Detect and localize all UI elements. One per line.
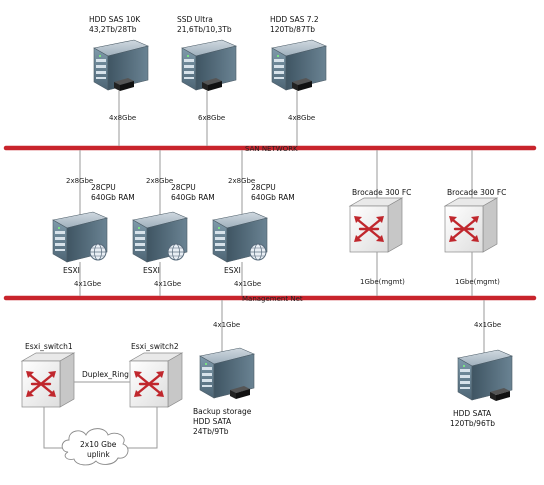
storage-name: HDD SAS 10K	[89, 15, 141, 24]
esxi-switch-1[interactable]: Esxi_switch1	[20, 342, 76, 409]
esxi-host-2[interactable]: 2x8Gbe 28CPU 640Gb RAM ESXI 4x1Gbe	[132, 150, 215, 296]
storage-hdd-sas-7-2[interactable]: HDD SAS 7.2 120Tb/87Tb 4x8Gbe	[270, 15, 327, 146]
switch-name: Esxi_switch1	[25, 342, 73, 351]
mgmt-link-label: 4x1Gbe	[74, 280, 101, 288]
backup-name: Backup storage	[193, 407, 252, 416]
switch-icon	[443, 196, 499, 254]
switch-icon	[128, 351, 184, 409]
host-cpu: 28CPU	[91, 183, 116, 192]
link-label: 4x8Gbe	[109, 114, 136, 122]
esxi-switch-2[interactable]: Esxi_switch2	[128, 342, 184, 409]
switch-name: Brocade 300 FC	[352, 188, 411, 197]
globe-icon	[249, 243, 267, 261]
uplink-cloud[interactable]: 2x10 Gbe uplink	[61, 428, 129, 466]
host-ram: 640Gb RAM	[171, 193, 215, 202]
fc-switch-2[interactable]: Brocade 300 FC 1Gbe(mgmt)	[443, 150, 506, 296]
storage-name: HDD SAS 7.2	[270, 15, 319, 24]
switch-icon	[348, 196, 404, 254]
host-ram: 640Gb RAM	[91, 193, 135, 202]
storage-hdd-sas-10k[interactable]: HDD SAS 10K 43,2Tb/28Tb 4x8Gbe	[89, 15, 149, 146]
storage-capacity: 21,6Tb/10,3Tb	[177, 25, 232, 34]
host-label: ESXI	[224, 266, 241, 275]
uplink-label: uplink	[87, 450, 110, 459]
sata-type: HDD SATA	[453, 409, 492, 418]
duplex-ring-label: Duplex_Ring	[82, 370, 129, 379]
globe-icon	[89, 243, 107, 261]
backup-storage[interactable]: 4x1Gbe Backup storage HDD SATA 24Tb/9Tb	[193, 300, 255, 436]
mgmt-link-label: 4x1Gbe	[154, 280, 181, 288]
san-network-label: SAN NETWORK	[245, 145, 298, 153]
mgmt-link-label: 4x1Gbe	[474, 321, 501, 329]
mgmt-link-label: 4x1Gbe	[213, 321, 240, 329]
sata-storage[interactable]: 4x1Gbe HDD SATA 120Tb/96Tb	[450, 300, 513, 428]
mgmt-link-label: 4x1Gbe	[234, 280, 261, 288]
san-link-label: 2x8Gbe	[228, 177, 255, 185]
storage-ssd-ultra[interactable]: SSD Ultra 21,6Tb/10,3Tb 6x8Gbe	[177, 15, 237, 146]
san-link-label: 2x8Gbe	[66, 177, 93, 185]
switch-name: Esxi_switch2	[131, 342, 179, 351]
switch-name: Brocade 300 FC	[447, 188, 506, 197]
fc-switch-1[interactable]: Brocade 300 FC 1Gbe(mgmt)	[348, 150, 411, 296]
san-link-label: 2x8Gbe	[146, 177, 173, 185]
uplink-speed: 2x10 Gbe	[80, 440, 117, 449]
mgmt-link-label: 1Gbe(mgmt)	[360, 278, 405, 286]
backup-type: HDD SATA	[193, 417, 232, 426]
host-ram: 640Gb RAM	[251, 193, 295, 202]
backup-capacity: 24Tb/9Tb	[193, 427, 229, 436]
storage-capacity: 43,2Tb/28Tb	[89, 25, 137, 34]
host-label: ESXI	[143, 266, 160, 275]
host-cpu: 28CPU	[171, 183, 196, 192]
storage-name: SSD Ultra	[177, 15, 213, 24]
uplink-line-left	[43, 407, 70, 449]
cloud-icon	[61, 428, 129, 466]
esxi-host-1[interactable]: 2x8Gbe 28CPU 640Gb RAM ESXI 4x1Gbe	[52, 150, 135, 296]
switch-icon	[20, 351, 76, 409]
host-cpu: 28CPU	[251, 183, 276, 192]
uplink-line-right	[128, 407, 158, 449]
link-label: 4x8Gbe	[288, 114, 315, 122]
management-net-label: Management Net	[242, 295, 303, 303]
sata-capacity: 120Tb/96Tb	[450, 419, 495, 428]
globe-icon	[167, 243, 185, 261]
esxi-host-3[interactable]: 2x8Gbe 28CPU 640Gb RAM ESXI 4x1Gbe	[212, 150, 295, 296]
storage-capacity: 120Tb/87Tb	[270, 25, 315, 34]
mgmt-link-label: 1Gbe(mgmt)	[455, 278, 500, 286]
link-label: 6x8Gbe	[198, 114, 225, 122]
host-label: ESXI	[63, 266, 80, 275]
